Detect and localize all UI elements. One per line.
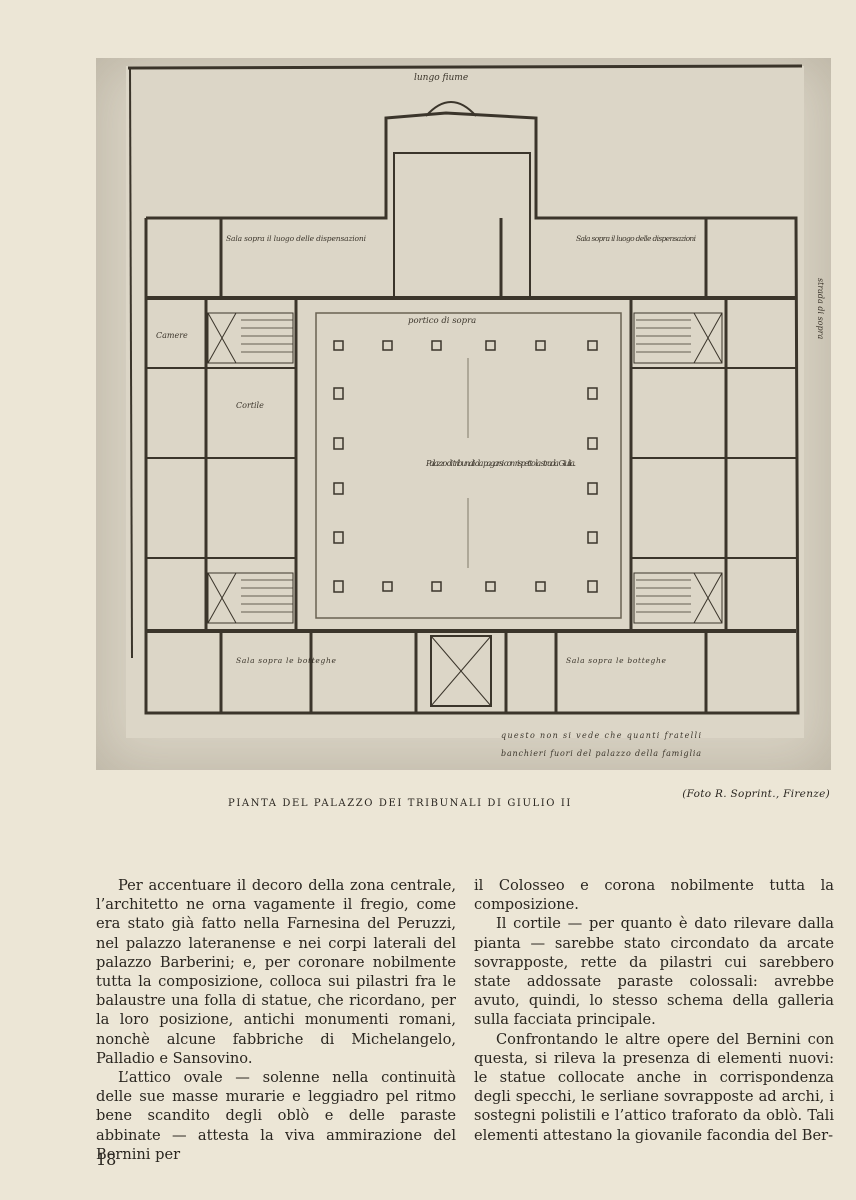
floor-plan-figure: lungo fiume portico di sopra Palazzo di … — [96, 58, 831, 770]
plan-label-courtyard: Palazzo di tribunali da pagarsi con risp… — [425, 459, 576, 468]
paragraph: Confrontando le altre opere del Bernini … — [474, 1030, 834, 1144]
paragraph: Il cortile — per quanto è dato rilevare … — [474, 915, 834, 1029]
plan-label-sala-right: Sala sopra il luogo delle dispensazioni — [576, 234, 697, 243]
plan-note-2: banchieri fuori del palazzo della famigl… — [501, 749, 701, 758]
photo-credit: (Foto R. Soprint., Firenze) — [682, 788, 830, 800]
paragraph: il Colosseo e corona nobilmente tutta la… — [474, 877, 834, 914]
page-number: 18 — [96, 1150, 117, 1169]
text-column-right: il Colosseo e corona nobilmente tutta la… — [474, 876, 834, 1145]
paragraph: Per accentuare il decoro della zona cent… — [96, 877, 456, 1067]
plan-label-sala-left: Sala sopra il luogo delle dispensazioni — [226, 234, 367, 243]
plan-label-strada: strada di sopra — [816, 278, 825, 339]
text-column-left: Per accentuare il decoro della zona cent… — [96, 876, 456, 1164]
plan-label-camere: Camere — [156, 331, 188, 340]
floor-plan-drawing: lungo fiume portico di sopra Palazzo di … — [126, 64, 825, 758]
plan-label-sala-bottom-right: Sala sopra le botteghe — [566, 656, 667, 665]
figure-caption: PIANTA DEL PALAZZO DEI TRIBUNALI DI GIUL… — [228, 798, 572, 809]
paragraph: L’attico ovale — solenne nella continuit… — [96, 1069, 456, 1163]
plan-label-top: lungo fiume — [414, 73, 468, 83]
plan-label-sala-bottom-left: Sala sopra le botteghe — [236, 656, 337, 665]
plan-label-portico: portico di sopra — [408, 316, 476, 326]
plan-label-cortile: Cortile — [236, 401, 264, 410]
plan-note-1: questo non si vede che quanti fratelli — [501, 731, 701, 740]
